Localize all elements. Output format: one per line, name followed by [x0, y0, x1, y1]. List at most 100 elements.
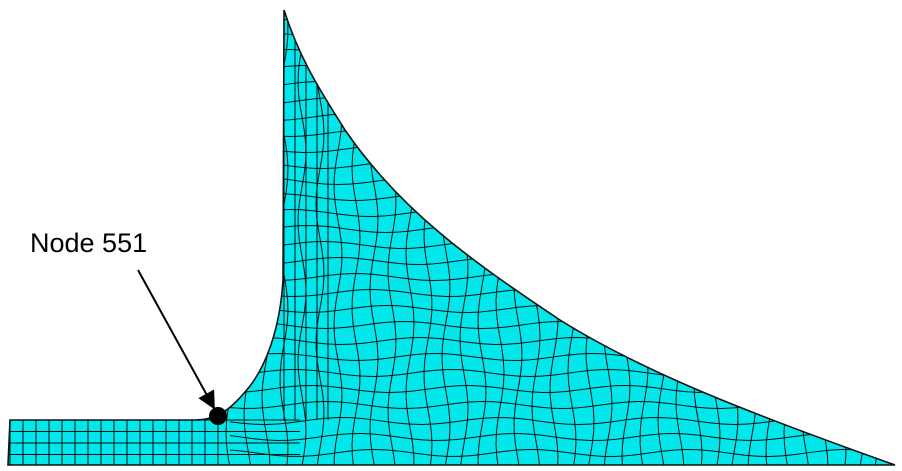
mesh-edge: [659, 383, 663, 397]
mesh-edge: [853, 434, 867, 438]
mesh-edge: [394, 323, 397, 337]
mesh-edge: [505, 306, 519, 310]
mesh-edge: [865, 436, 879, 439]
mesh-edge: [685, 259, 699, 263]
mesh-edge: [721, 146, 735, 149]
mesh-edge: [433, 262, 447, 265]
mesh-edge: [289, 118, 303, 121]
mesh-edge: [751, 143, 755, 157]
mesh-edge: [278, 5, 290, 7]
mesh-edge: [385, 71, 399, 73]
mesh-edge: [349, 242, 363, 246]
mesh-edge: [877, 86, 891, 89]
mesh-edge: [517, 162, 531, 166]
mesh-edge: [481, 371, 495, 374]
mesh-edge: [289, 193, 303, 196]
mesh-edge: [660, 239, 664, 253]
mesh-edge: [865, 422, 879, 425]
mesh-edge: [531, 275, 535, 289]
mesh-edge: [781, 151, 795, 153]
mesh-edge: [409, 407, 423, 409]
mesh-edge: [610, 131, 613, 145]
mesh-edge: [715, 119, 719, 133]
mesh-edge: [443, 239, 447, 253]
mesh-edge: [682, 179, 685, 193]
mesh-edge: [505, 214, 519, 217]
mesh-edge: [249, 179, 252, 193]
mesh-edge: [637, 225, 651, 229]
mesh-edge: [899, 240, 900, 252]
mesh-edge: [241, 230, 255, 233]
mesh-edge: [625, 22, 639, 25]
mesh-edge: [829, 181, 843, 184]
mesh-edge: [457, 437, 471, 440]
mesh-edge: [301, 311, 305, 325]
mesh-edge: [267, 335, 271, 349]
mesh-edge: [746, 4, 758, 6]
mesh-edge: [457, 369, 471, 371]
mesh-edge: [568, 383, 571, 397]
mesh-edge: [459, 347, 463, 361]
mesh-edge: [718, 10, 721, 13]
mesh-edge: [661, 182, 675, 185]
mesh-edge: [373, 161, 387, 164]
mesh-edge: [879, 107, 882, 121]
mesh-edge: [373, 289, 387, 291]
mesh-edge: [286, 431, 289, 445]
mesh-edge: [250, 47, 253, 61]
mesh-edge: [518, 371, 522, 385]
mesh-edge: [390, 371, 394, 385]
mesh-edge: [373, 114, 387, 117]
mesh-edge: [877, 389, 891, 393]
mesh-edge: [337, 53, 351, 57]
mesh-edge: [227, 119, 231, 133]
mesh-edge: [361, 341, 375, 344]
mesh-edge: [829, 323, 843, 327]
mesh-edge: [469, 182, 483, 185]
mesh-edge: [643, 191, 647, 205]
mesh-edge: [675, 107, 678, 121]
mesh-edge: [335, 347, 339, 361]
mesh-edge: [621, 155, 625, 169]
mesh-edge: [790, 83, 793, 97]
mesh-edge: [265, 71, 269, 85]
mesh-edge: [661, 325, 675, 328]
mesh-edge: [506, 468, 518, 470]
mesh-edge: [862, 275, 865, 289]
mesh-edge: [603, 203, 607, 217]
mesh-edge: [757, 260, 771, 264]
mesh-edge: [243, 263, 246, 277]
mesh-edge: [459, 59, 462, 73]
mesh-edge: [337, 326, 351, 329]
mesh-edge: [565, 229, 579, 232]
mesh-edge: [606, 155, 610, 169]
mesh-edge: [302, 8, 314, 9]
mesh-edge: [601, 33, 615, 36]
mesh-edge: [697, 449, 711, 452]
mesh-edge: [601, 151, 615, 153]
mesh-edge: [466, 131, 469, 145]
mesh-edge: [757, 65, 771, 67]
mesh-edge: [837, 83, 840, 97]
mesh-edge: [818, 468, 830, 470]
mesh-edge: [757, 324, 771, 328]
mesh-edge: [817, 97, 831, 100]
mesh-edge: [265, 49, 279, 52]
mesh-edge: [628, 107, 631, 121]
mesh-edge: [265, 134, 279, 137]
mesh-edge: [357, 107, 361, 121]
mesh-edge: [333, 167, 336, 181]
mesh-edge: [817, 182, 831, 185]
mesh-edge: [225, 443, 229, 457]
mesh-edge: [232, 71, 235, 85]
mesh-edge: [841, 340, 855, 343]
mesh-edge: [565, 210, 579, 214]
mesh-edge: [469, 65, 483, 68]
mesh-edge: [801, 275, 804, 289]
mesh-edge: [825, 167, 829, 181]
mesh-edge: [541, 321, 555, 323]
mesh-edge: [709, 177, 723, 180]
mesh-edge: [577, 17, 591, 19]
mesh-edge: [241, 177, 255, 179]
mesh-edge: [712, 383, 716, 397]
